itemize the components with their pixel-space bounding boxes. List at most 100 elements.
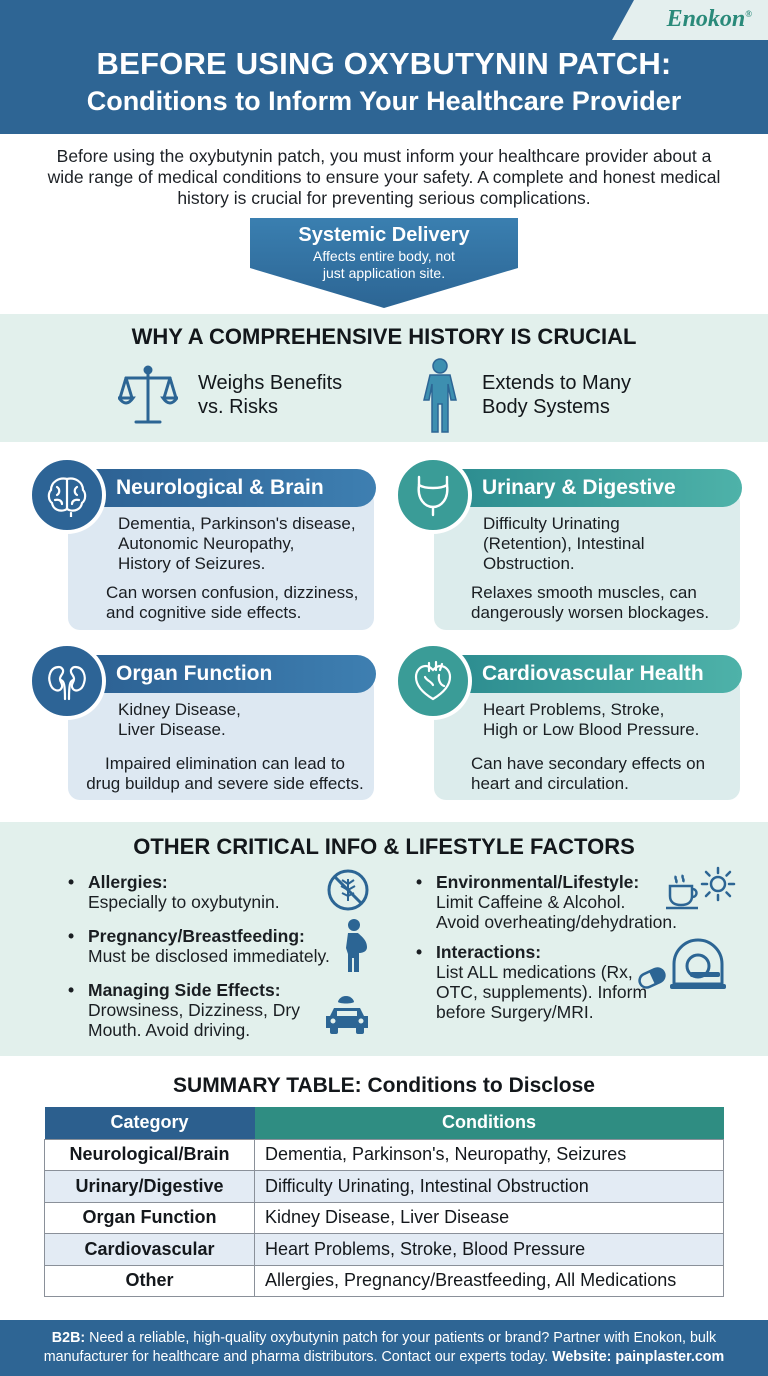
table-cell-category: Cardiovascular xyxy=(44,1233,255,1266)
kidneys-icon-circle xyxy=(28,642,106,720)
urinary-condition-line1: Difficulty Urinating xyxy=(483,514,620,533)
why-benefits-line1: Weighs Benefits xyxy=(198,372,343,394)
table-cell-conditions: Difficulty Urinating, Intestinal Obstruc… xyxy=(254,1170,724,1203)
side-effects-label: Managing Side Effects: xyxy=(88,980,281,1000)
why-title: WHY A COMPREHENSIVE HISTORY IS CRUCIAL xyxy=(131,324,637,349)
systemic-title: Systemic Delivery xyxy=(298,224,470,246)
environment-line2: Avoid overheating/dehydration. xyxy=(436,912,677,932)
table-row: Other Allergies, Pregnancy/Breastfeeding… xyxy=(44,1264,724,1297)
card-urinary-conditions: Difficulty Urinating (Retention), Intest… xyxy=(483,514,645,574)
interactions-label: Interactions: xyxy=(436,942,542,962)
neuro-condition-line2: Autonomic Neuropathy, xyxy=(118,534,295,553)
cardio-effect-line1: Can have secondary effects on xyxy=(471,754,706,773)
summary-table-title: SUMMARY TABLE: Conditions to Disclose xyxy=(173,1074,595,1097)
table-cell-conditions: Kidney Disease, Liver Disease xyxy=(254,1201,724,1234)
pregnancy-label: Pregnancy/Breastfeeding: xyxy=(88,926,305,946)
systemic-subtitle-line1: Affects entire body, not xyxy=(313,248,455,264)
table-row: Organ Function Kidney Disease, Liver Dis… xyxy=(44,1201,724,1234)
urinary-effect-line1: Relaxes smooth muscles, can xyxy=(471,583,697,602)
bullet-pregnancy: • Pregnancy/Breastfeeding: Must be discl… xyxy=(68,926,330,966)
footer-b2b-label: B2B: xyxy=(51,1330,86,1346)
brain-icon-circle xyxy=(28,456,106,534)
table-cell-conditions: Heart Problems, Stroke, Blood Pressure xyxy=(254,1233,724,1266)
bullet-side-effects: • Managing Side Effects: Drowsiness, Diz… xyxy=(68,980,300,1040)
card-neurological-title: Neurological & Brain xyxy=(70,469,376,507)
kidneys-icon xyxy=(48,665,86,701)
table-header-conditions: Conditions xyxy=(254,1107,724,1139)
environment-line1: Limit Caffeine & Alcohol. xyxy=(436,892,626,912)
organ-effect-line1: Impaired elimination can lead to xyxy=(104,754,346,773)
neuro-effect-line1: Can worsen confusion, dizziness, xyxy=(106,583,359,602)
urinary-condition-line3: Obstruction. xyxy=(483,554,575,573)
no-allergen-icon xyxy=(327,869,369,911)
organ-condition-line2: Liver Disease. xyxy=(118,720,226,739)
environment-label: Environmental/Lifestyle: xyxy=(436,872,640,892)
sun-icon xyxy=(700,866,736,902)
card-urinary-effect: Relaxes smooth muscles, can dangerously … xyxy=(471,583,709,623)
organ-condition-line1: Kidney Disease, xyxy=(118,700,241,719)
systemic-arrow-shape xyxy=(250,218,518,308)
car-drowsy-icon xyxy=(326,996,368,1034)
table-cell-category: Other xyxy=(44,1264,255,1297)
footer-text-line1: Need a reliable, high-quality oxybutynin… xyxy=(89,1330,717,1346)
interactions-line3: before Surgery/MRI. xyxy=(436,1002,594,1022)
other-title: OTHER CRITICAL INFO & LIFESTYLE FACTORS xyxy=(133,834,635,859)
table-cell-conditions: Dementia, Parkinson's, Neuropathy, Seizu… xyxy=(254,1138,724,1171)
bullet-interactions: • Interactions: List ALL medications (Rx… xyxy=(416,942,648,1022)
side-effects-line2: Mouth. Avoid driving. xyxy=(88,1020,251,1040)
neuro-condition-line1: Dementia, Parkinson's disease, xyxy=(118,514,356,533)
card-organ-effect: Impaired elimination can lead to drug bu… xyxy=(80,754,370,794)
interactions-line2: OTC, supplements). Inform xyxy=(436,982,648,1002)
summary-table: Category Conditions Neurological/Brain D… xyxy=(44,1107,724,1297)
bullet-dot: • xyxy=(416,872,423,892)
table-cell-category: Neurological/Brain xyxy=(44,1138,255,1171)
table-header-row: Category Conditions xyxy=(44,1107,724,1139)
pregnant-woman-icon xyxy=(346,919,367,972)
brand-name: Enokon xyxy=(666,6,746,32)
table-row: Urinary/Digestive Difficulty Urinating, … xyxy=(44,1170,724,1203)
human-body-icon xyxy=(423,358,457,433)
allergies-label: Allergies: xyxy=(88,872,168,892)
bullet-dot: • xyxy=(68,926,75,946)
table-row: Cardiovascular Heart Problems, Stroke, B… xyxy=(44,1233,724,1266)
brain-icon xyxy=(47,477,87,517)
card-neurological-conditions: Dementia, Parkinson's disease, Autonomic… xyxy=(118,514,356,574)
card-urinary-title: Urinary & Digestive xyxy=(436,469,742,507)
bullet-allergies: • Allergies: Especially to oxybutynin. xyxy=(68,872,280,912)
intro-text: Before using the oxybutynin patch, you m… xyxy=(47,146,721,208)
registered-mark: ® xyxy=(745,9,752,19)
pill-icon xyxy=(638,967,666,989)
neuro-effect-line2: and cognitive side effects. xyxy=(106,603,302,622)
heart-icon xyxy=(414,660,452,701)
brand-logo: Enokon® xyxy=(667,6,752,33)
footer-website-link[interactable]: Website: painplaster.com xyxy=(552,1349,725,1365)
pregnancy-text: Must be disclosed immediately. xyxy=(88,946,330,966)
table-row: Neurological/Brain Dementia, Parkinson's… xyxy=(44,1138,724,1171)
footer-text-line2: manufacturer for healthcare and pharma d… xyxy=(43,1349,549,1365)
mri-scanner-icon xyxy=(670,938,726,989)
urinary-effect-line2: dangerously worsen blockages. xyxy=(471,603,710,622)
side-effects-line1: Drowsiness, Dizziness, Dry xyxy=(88,1000,300,1020)
card-cardio-title: Cardiovascular Health xyxy=(436,655,742,693)
cardio-condition-line2: High or Low Blood Pressure. xyxy=(483,720,700,739)
bullet-dot: • xyxy=(68,872,75,892)
why-body-systems-line2: Body Systems xyxy=(482,396,610,418)
balance-scale-icon xyxy=(118,365,178,424)
cardio-effect-line2: heart and circulation. xyxy=(471,774,629,793)
heart-icon-circle xyxy=(394,642,472,720)
table-cell-category: Organ Function xyxy=(44,1201,255,1234)
footer-banner: B2B: Need a reliable, high-quality oxybu… xyxy=(0,1320,768,1376)
card-cardio-conditions: Heart Problems, Stroke, High or Low Bloo… xyxy=(483,700,699,740)
bullet-environment: • Environmental/Lifestyle: Limit Caffein… xyxy=(416,872,677,932)
table-cell-conditions: Allergies, Pregnancy/Breastfeeding, All … xyxy=(254,1264,724,1297)
why-benefits-line2: vs. Risks xyxy=(198,396,278,418)
card-neurological-effect: Can worsen confusion, dizziness, and cog… xyxy=(106,583,358,623)
table-header-category: Category xyxy=(44,1107,255,1139)
allergies-text: Especially to oxybutynin. xyxy=(88,892,280,912)
brand-tab xyxy=(612,0,768,40)
why-body-systems-line1: Extends to Many xyxy=(482,372,631,394)
